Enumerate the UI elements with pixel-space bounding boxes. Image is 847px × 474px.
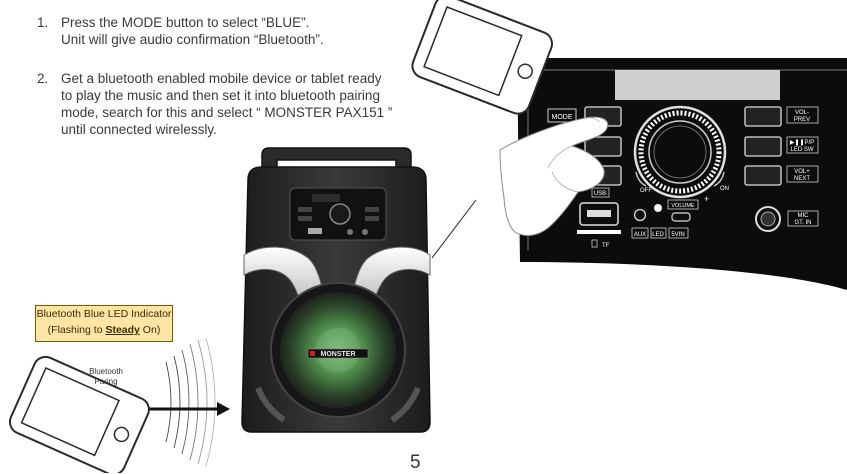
on-label: ON: [720, 186, 729, 192]
step-2-line-1: Get a bluetooth enabled mobile device or…: [61, 71, 382, 86]
smartphone-top: [411, 0, 554, 115]
indicator-detail: (Flashing to Steady On): [36, 322, 172, 338]
off-label: OFF: [640, 188, 652, 194]
tf-slot[interactable]: [577, 230, 621, 234]
step-number: 1.: [37, 15, 49, 30]
pairing-label: Bluetooth Paring: [66, 367, 146, 387]
dc-label: 5VIN: [671, 232, 684, 238]
step-number: 2.: [37, 71, 49, 86]
step-2-line-2: to play the music and then set it into b…: [61, 88, 380, 103]
vol-minus-label: VOL-: [795, 110, 809, 116]
plus-label: +: [704, 194, 709, 204]
volume-knob[interactable]: [633, 105, 727, 199]
bluetooth-led-indicator-callout: Bluetooth Blue LED Indicator (Flashing t…: [35, 305, 173, 342]
led-indicator: [654, 204, 662, 212]
step-2-line-3: mode, search for this and select “ MONST…: [61, 105, 393, 120]
vol-prev-button[interactable]: [744, 106, 782, 127]
usb-label: USB: [594, 191, 606, 197]
pairing-label-line-1: Bluetooth: [89, 367, 123, 376]
step-1-line-2: Unit will give audio confirmation “Bluet…: [61, 32, 324, 47]
led-label: LED: [652, 232, 664, 238]
hand-icon: [499, 116, 609, 236]
step-2-line-4: until connected wirelessly.: [61, 122, 217, 137]
aux-label: AUX: [634, 232, 646, 238]
bluetooth-button[interactable]: [584, 136, 622, 157]
display-window: [615, 70, 780, 100]
mode-label: MODE: [552, 114, 573, 121]
mic-label: MIC: [798, 213, 810, 219]
aux-jack[interactable]: [633, 208, 647, 222]
indicator-steady: Steady: [105, 324, 140, 336]
vol-next-button[interactable]: [744, 165, 782, 186]
control-panel: MODE OFF ON + VOL- PREV ▶❚❚P/P LED SW VO…: [517, 58, 847, 290]
vol-plus-label: VOL+: [794, 169, 810, 175]
play-pause-label: ▶❚❚P/P: [790, 139, 814, 146]
callout-line: [431, 199, 477, 259]
indicator-suffix: On): [139, 324, 161, 336]
volume-label: VOLUME: [671, 203, 695, 209]
speaker: MONSTER: [241, 147, 431, 433]
indicator-title: Bluetooth Blue LED Indicator: [36, 308, 172, 320]
bluetooth-signal-icon: [165, 337, 216, 467]
pairing-label-line-2: Paring: [94, 377, 118, 386]
prev-label: PREV: [794, 117, 810, 123]
play-pause-button[interactable]: [744, 136, 782, 157]
speaker-knob: [329, 203, 351, 225]
page-number: 5: [410, 452, 421, 473]
dc-port[interactable]: [671, 212, 691, 222]
indicator-prefix: (Flashing to: [47, 324, 106, 336]
speaker-handle: [261, 147, 412, 169]
tf-label: TF: [602, 243, 610, 249]
gt-in-label: GT. IN: [794, 220, 811, 226]
brand-logo: MONSTER: [321, 351, 356, 358]
smartphone-bottom: [8, 355, 150, 473]
step-1-line-1: Press the MODE button to select “BLUE”.: [61, 15, 310, 30]
led-sw-label: LED SW: [790, 147, 813, 153]
next-label: NEXT: [794, 176, 810, 182]
